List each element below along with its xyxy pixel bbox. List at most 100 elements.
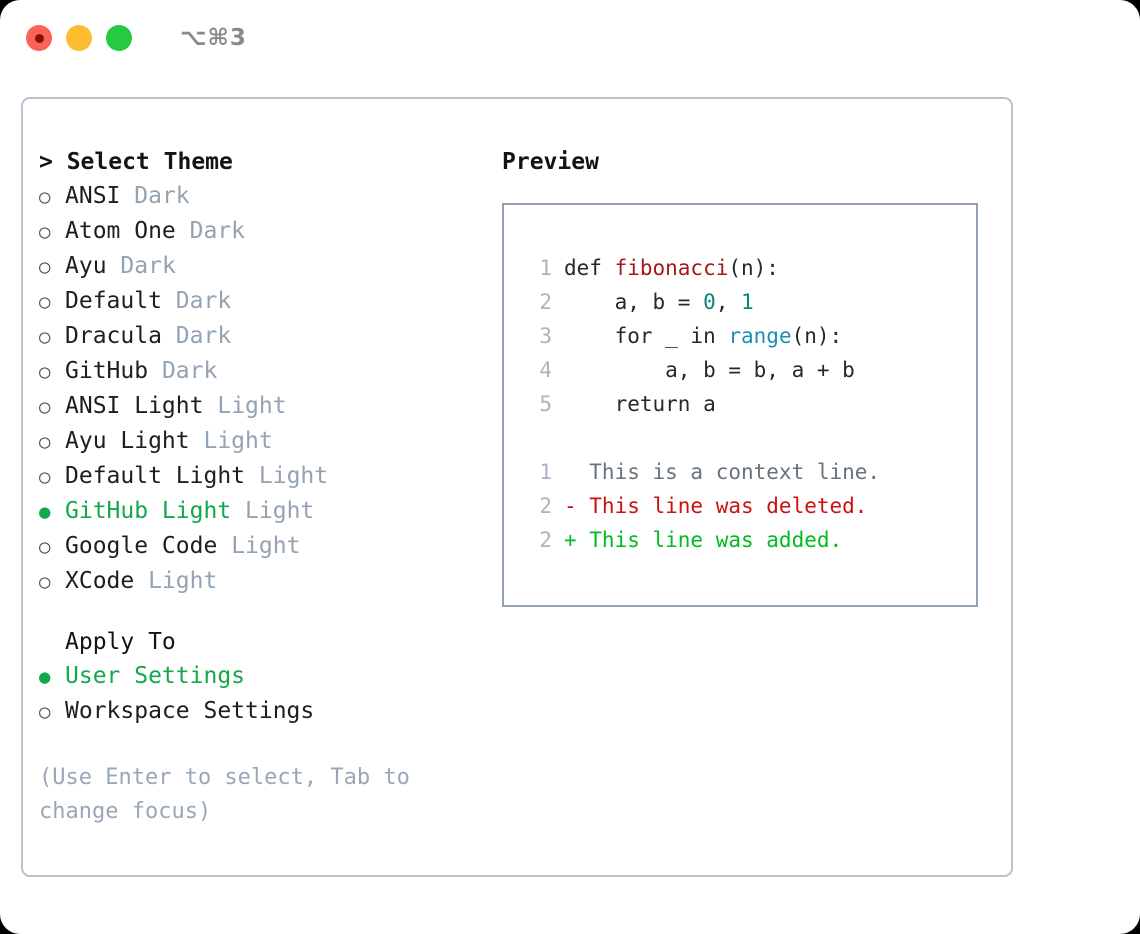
theme-option-label: GitHub Light bbox=[65, 498, 232, 524]
apply-to-option-workspace-settings[interactable]: ○Workspace Settings bbox=[39, 694, 469, 729]
minimize-button-icon[interactable] bbox=[66, 25, 92, 51]
titlebar: ⌥⌘3 bbox=[0, 0, 1140, 76]
theme-option-label: Default bbox=[65, 288, 162, 314]
diff-line-ctx: 1 This is a context line. bbox=[518, 455, 976, 489]
label-gap bbox=[107, 249, 121, 283]
theme-option-tag: Light bbox=[258, 463, 329, 489]
code-token: range bbox=[728, 324, 792, 348]
theme-option-label: ANSI bbox=[65, 183, 121, 209]
label-gap bbox=[231, 494, 245, 528]
line-number: 1 bbox=[539, 256, 552, 280]
line-number: 4 bbox=[539, 358, 552, 382]
label-gap bbox=[148, 354, 162, 388]
theme-option-tag: Dark bbox=[175, 288, 232, 314]
code-token: (n): bbox=[791, 324, 843, 348]
theme-option-tag: Light bbox=[203, 428, 273, 454]
theme-option-tag: Dark bbox=[175, 323, 232, 349]
diff-line-text: - This line was deleted. bbox=[564, 494, 868, 518]
radio-unselected-icon: ○ bbox=[39, 536, 51, 558]
code-line: 4 a, b = b, a + b bbox=[518, 353, 976, 387]
apply-to-header: Apply To bbox=[65, 629, 176, 655]
code-token: , bbox=[715, 290, 742, 314]
theme-option-label: Atom One bbox=[65, 218, 176, 244]
code-diff-spacer bbox=[518, 421, 976, 455]
maximize-button-icon[interactable] bbox=[106, 25, 132, 51]
diff-line-add: 2+ This line was added. bbox=[518, 523, 976, 557]
label-gap bbox=[245, 459, 259, 493]
theme-option-label: ANSI Light bbox=[65, 393, 204, 419]
theme-option-ansi-light[interactable]: ○ ANSI Light Light bbox=[39, 389, 469, 424]
radio-unselected-icon: ○ bbox=[39, 256, 51, 278]
label-gap bbox=[134, 564, 148, 598]
theme-list: ○ANSI Dark○Atom One Dark○Ayu Dark○Defaul… bbox=[39, 179, 469, 599]
theme-option-tag: Dark bbox=[134, 183, 190, 209]
label-gap bbox=[162, 284, 176, 318]
code-line: 1 def fibonacci(n): bbox=[518, 251, 976, 285]
theme-picker-column: > Select Theme ○ANSI Dark○Atom One Dark○… bbox=[39, 145, 469, 829]
label-gap bbox=[120, 179, 134, 213]
radio-unselected-icon: ○ bbox=[39, 361, 51, 383]
code-token: for _ in bbox=[564, 324, 729, 348]
code-token: fibonacci bbox=[614, 256, 729, 280]
theme-option-default[interactable]: ○Default Dark bbox=[39, 284, 469, 319]
theme-option-tag: Light bbox=[245, 498, 315, 524]
theme-option-tag: Dark bbox=[161, 358, 218, 384]
diff-line-text: + This line was added. bbox=[564, 528, 843, 552]
code-token: a, b = b, a + b bbox=[564, 358, 855, 382]
section-spacer bbox=[39, 599, 469, 625]
keyboard-hint-text: (Use Enter to select, Tab to change focu… bbox=[39, 765, 410, 824]
theme-option-ayu[interactable]: ○Ayu Dark bbox=[39, 249, 469, 284]
line-number: 3 bbox=[539, 324, 552, 348]
theme-option-xcode[interactable]: ○XCode Light bbox=[39, 564, 469, 599]
code-token: def bbox=[564, 256, 615, 280]
theme-option-tag: Light bbox=[231, 533, 301, 559]
code-token: 1 bbox=[741, 290, 754, 314]
apply-to-option-user-settings[interactable]: ● User Settings bbox=[39, 659, 469, 694]
theme-option-github[interactable]: ○ GitHub Dark bbox=[39, 354, 469, 389]
radio-unselected-icon: ○ bbox=[39, 571, 51, 593]
line-number: 5 bbox=[539, 392, 552, 416]
theme-option-dracula[interactable]: ○Dracula Dark bbox=[39, 319, 469, 354]
theme-option-label: Default Light bbox=[65, 463, 246, 489]
code-line: 5 return a bbox=[518, 387, 976, 421]
theme-option-atom-one[interactable]: ○ Atom One Dark bbox=[39, 214, 469, 249]
theme-option-label: GitHub bbox=[65, 358, 149, 384]
code-line: 2 a, b = 0, 1 bbox=[518, 285, 976, 319]
record-dot-icon bbox=[34, 33, 44, 43]
main-panel: > Select Theme ○ANSI Dark○Atom One Dark○… bbox=[21, 97, 1013, 877]
code-token: return a bbox=[564, 392, 716, 416]
radio-unselected-icon: ○ bbox=[39, 186, 51, 208]
line-number: 2 bbox=[539, 494, 552, 518]
diff-line-text: This is a context line. bbox=[564, 460, 881, 484]
apply-to-option-label: User Settings bbox=[65, 663, 246, 689]
theme-option-github-light[interactable]: ● GitHub Light Light bbox=[39, 494, 469, 529]
close-button-icon[interactable] bbox=[26, 25, 52, 51]
code-token: (n): bbox=[728, 256, 779, 280]
radio-unselected-icon: ○ bbox=[39, 431, 51, 453]
theme-option-ayu-light[interactable]: ○Ayu Light Light bbox=[39, 424, 469, 459]
label-gap bbox=[162, 319, 176, 353]
radio-selected-icon: ● bbox=[39, 666, 51, 688]
code-line: 3 for _ in range(n): bbox=[518, 319, 976, 353]
radio-unselected-icon: ○ bbox=[39, 396, 51, 418]
theme-option-tag: Dark bbox=[189, 218, 246, 244]
apply-to-option-label: Workspace Settings bbox=[65, 698, 315, 724]
code-token: 0 bbox=[703, 290, 716, 314]
theme-option-tag: Dark bbox=[120, 253, 176, 279]
theme-option-default-light[interactable]: ○Default Light Light bbox=[39, 459, 469, 494]
theme-option-ansi[interactable]: ○ ANSI Dark bbox=[39, 179, 469, 214]
preview-title: Preview bbox=[502, 149, 599, 175]
line-number: 2 bbox=[539, 290, 552, 314]
line-number: 1 bbox=[539, 460, 552, 484]
window-controls bbox=[26, 25, 132, 51]
radio-unselected-icon: ○ bbox=[39, 221, 51, 243]
radio-selected-icon: ● bbox=[39, 501, 51, 523]
theme-option-label: Google Code bbox=[65, 533, 218, 559]
label-gap bbox=[217, 529, 231, 563]
theme-option-tag: Light bbox=[217, 393, 287, 419]
select-theme-header: > Select Theme bbox=[39, 149, 233, 175]
theme-option-google-code[interactable]: ○ Google Code Light bbox=[39, 529, 469, 564]
